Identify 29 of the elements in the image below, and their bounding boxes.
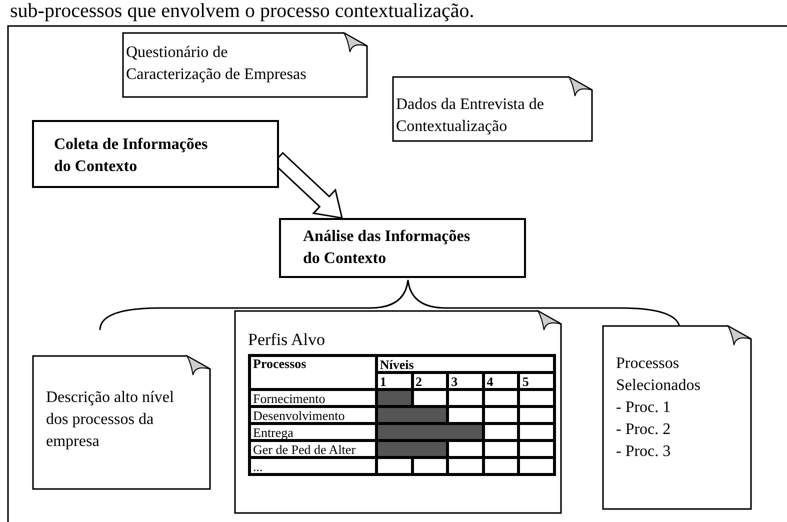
node-title: Perfis Alvo bbox=[248, 329, 326, 351]
column-header: Níveis bbox=[376, 356, 554, 372]
document-shape bbox=[392, 76, 593, 142]
node-title: Dados da Entrevista de Contextualização bbox=[396, 95, 545, 137]
document-shape bbox=[32, 355, 211, 490]
process-box bbox=[279, 218, 526, 278]
document-shape bbox=[234, 310, 562, 514]
process-box bbox=[32, 120, 279, 188]
list-item: - Proc. 1 bbox=[616, 398, 672, 418]
list-item: - Proc. 3 bbox=[616, 442, 672, 462]
list-item: - Proc. 2 bbox=[616, 420, 672, 440]
node-title: Questionário de Caracterização de Empresas bbox=[126, 43, 308, 85]
row-label: Ger de Ped de Alter bbox=[250, 440, 376, 458]
caption: sub-processos que envolvem o processo contextualização. bbox=[10, 0, 474, 22]
column-header: 3 bbox=[448, 372, 484, 390]
column-header: Processos bbox=[250, 356, 376, 390]
node-title: Coleta de Informações do Contexto bbox=[54, 135, 209, 177]
document-shape bbox=[122, 32, 368, 98]
row-label: Entrega bbox=[250, 424, 376, 440]
row-label: ... bbox=[250, 458, 376, 474]
column-header: 5 bbox=[518, 372, 554, 390]
column-header: 2 bbox=[412, 372, 448, 390]
row-label: Desenvolvimento bbox=[250, 406, 376, 424]
node-title: Descrição alto nível dos processos da empresa bbox=[46, 388, 175, 452]
column-header: 4 bbox=[483, 372, 519, 390]
node-title: Análise das Informações do Contexto bbox=[303, 227, 472, 269]
row-label: Fornecimento bbox=[250, 390, 376, 406]
node-title: Processos Selecionados bbox=[616, 354, 702, 396]
document-shape bbox=[602, 325, 752, 510]
